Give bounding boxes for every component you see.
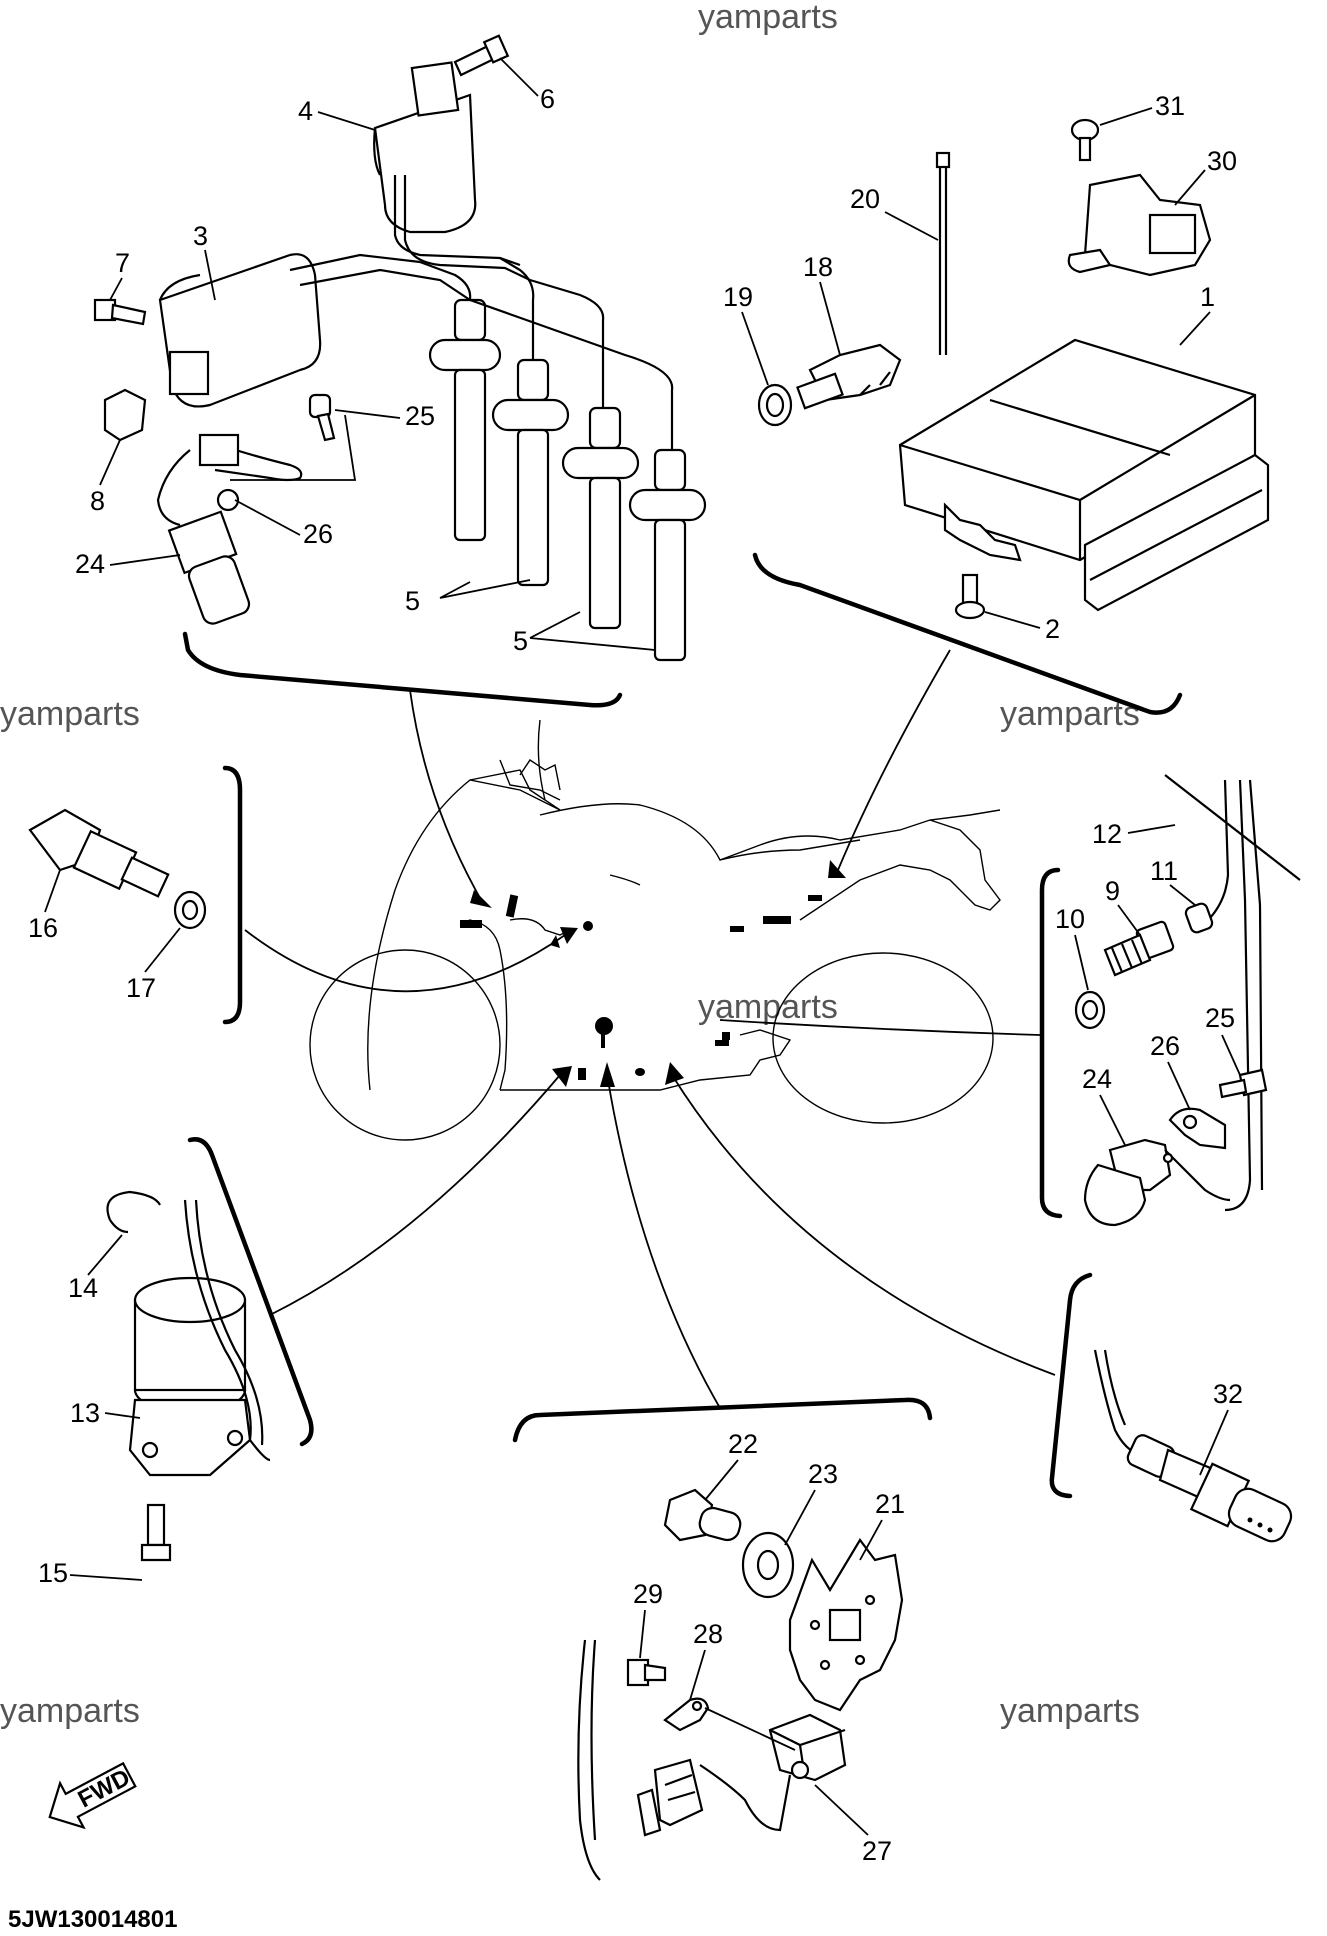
screw-31 xyxy=(1070,118,1100,162)
callout-19: 19 xyxy=(723,282,753,312)
watermark: yamparts xyxy=(698,0,838,36)
callout-29: 29 xyxy=(633,1579,663,1609)
bolt-6 xyxy=(453,34,510,77)
bracket-ignition-group xyxy=(182,631,623,708)
watermark: yamparts xyxy=(698,988,838,1026)
cable-tie-20 xyxy=(935,151,951,355)
callout-30: 30 xyxy=(1207,146,1237,176)
plate-28 xyxy=(663,1697,710,1732)
callout-28: 28 xyxy=(693,1619,723,1649)
watermark: yamparts xyxy=(0,1692,140,1730)
callout-25a: 25 xyxy=(405,401,435,431)
callout-17: 17 xyxy=(126,973,156,1003)
gasket-19 xyxy=(757,383,793,427)
callouts: 1 2 3 4 5 5 6 7 8 9 10 11 12 13 14 15 16… xyxy=(28,57,1243,1866)
rotor-21 xyxy=(788,1538,904,1712)
callout-22: 22 xyxy=(728,1429,758,1459)
bracket-crank-sensor xyxy=(1039,867,1063,1219)
leader-5b xyxy=(529,611,656,651)
ignition-coil-4 xyxy=(373,61,531,281)
callout-31: 31 xyxy=(1155,91,1185,121)
callout-26a: 26 xyxy=(303,519,333,549)
callout-20: 20 xyxy=(850,184,880,214)
sensor-24-top xyxy=(156,433,303,625)
bolt-7 xyxy=(93,298,147,326)
watermark: yamparts xyxy=(0,695,140,733)
bracket-pickup-group xyxy=(512,1397,933,1443)
ignition-coil-3 xyxy=(158,253,471,408)
callout-10: 10 xyxy=(1055,904,1085,934)
sensor-wiring-12 xyxy=(1164,774,1301,1212)
bracket-ecu-group xyxy=(752,552,1183,715)
clamp-8 xyxy=(103,388,147,442)
clamp-26-right xyxy=(1168,1107,1227,1150)
callout-8: 8 xyxy=(90,486,105,516)
motorcycle-outline xyxy=(309,719,1001,1141)
callout-3: 3 xyxy=(193,221,208,251)
diagram-code: 5JW130014801 xyxy=(8,1906,177,1933)
gasket-10 xyxy=(1074,990,1106,1030)
bolt-22 xyxy=(663,1488,742,1542)
leader-lines xyxy=(244,649,1056,1409)
gasket-17 xyxy=(173,890,207,930)
callout-24a: 24 xyxy=(75,549,105,579)
bolt-25 xyxy=(308,393,336,442)
callout-24b: 24 xyxy=(1082,1064,1112,1094)
fwd-arrow: FWD xyxy=(48,1761,137,1830)
callout-27: 27 xyxy=(862,1836,892,1866)
sensor-30 xyxy=(1067,173,1212,277)
callout-26b: 26 xyxy=(1150,1031,1180,1061)
callout-6: 6 xyxy=(540,84,555,114)
ecu-1 xyxy=(898,338,1270,612)
pickup-coil-27 xyxy=(577,1639,847,1881)
callout-1: 1 xyxy=(1200,282,1215,312)
callout-14: 14 xyxy=(68,1273,98,1303)
clip-14 xyxy=(106,1190,161,1234)
callout-23: 23 xyxy=(808,1459,838,1489)
callout-5b: 5 xyxy=(513,626,528,656)
bolt-25-right xyxy=(1218,1068,1268,1099)
callout-2: 2 xyxy=(1045,614,1060,644)
callout-11: 11 xyxy=(1150,856,1178,886)
callout-21: 21 xyxy=(875,1489,905,1519)
bolt-15 xyxy=(140,1503,172,1562)
cap-11 xyxy=(1184,902,1214,934)
bolt-29 xyxy=(626,1658,667,1687)
callout-12: 12 xyxy=(1092,819,1122,849)
o2-sensor-32 xyxy=(1093,1349,1293,1543)
callout-15: 15 xyxy=(38,1558,68,1588)
washer-23 xyxy=(741,1531,795,1599)
leader-25-26 xyxy=(230,414,357,481)
crank-sensor-24 xyxy=(1083,1138,1231,1227)
location-markers xyxy=(460,894,822,1080)
callout-5a: 5 xyxy=(405,586,420,616)
bracket-solenoid xyxy=(187,1137,314,1447)
bracket-temp-sensor xyxy=(222,765,243,1025)
fwd-label: FWD xyxy=(74,1764,135,1813)
callout-13: 13 xyxy=(70,1398,100,1428)
temp-sensor-18 xyxy=(796,343,902,410)
callout-18: 18 xyxy=(803,252,833,282)
callout-9: 9 xyxy=(1105,876,1120,906)
leader-28-27 xyxy=(704,1707,796,1751)
watermark: yamparts xyxy=(1000,1692,1140,1730)
thermo-sensor-9 xyxy=(1103,920,1175,977)
solenoid-13 xyxy=(128,1199,271,1477)
callout-7: 7 xyxy=(115,248,130,278)
plug-caps-5 xyxy=(419,257,707,662)
bracket-o2-sensor xyxy=(1049,1272,1093,1499)
callout-25b: 25 xyxy=(1205,1003,1235,1033)
callout-4: 4 xyxy=(298,96,313,126)
thermo-sensor-16 xyxy=(28,808,170,898)
leader-5a xyxy=(439,579,531,599)
bolt-2 xyxy=(954,573,986,620)
callout-32: 32 xyxy=(1213,1379,1243,1409)
callout-16: 16 xyxy=(28,913,58,943)
